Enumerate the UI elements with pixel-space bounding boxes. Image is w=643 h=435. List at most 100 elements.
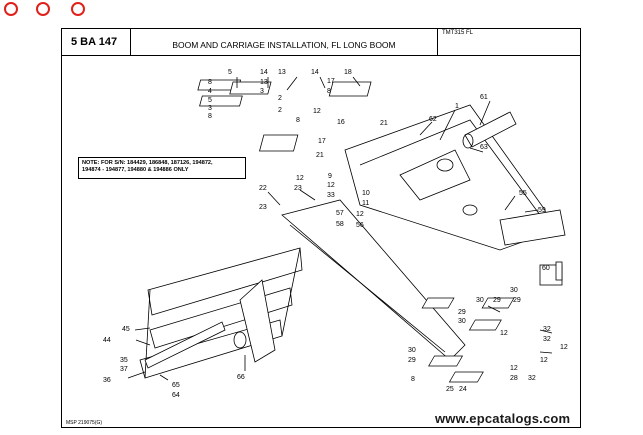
callout-label: 60: [542, 265, 550, 272]
callout-label: 2: [278, 107, 282, 114]
callout-label: 13: [260, 79, 268, 86]
callout-label: 17: [318, 138, 326, 145]
boom-pivot-hole: [436, 158, 454, 172]
wear-pad-3: [229, 81, 272, 95]
callout-label: 8: [296, 117, 300, 124]
callout-label: 17: [327, 78, 335, 85]
callout-label: 11: [362, 200, 369, 207]
callout-label: 57: [336, 210, 344, 217]
serial-note-line-2: 194874 - 194877, 194880 & 194886 ONLY: [82, 167, 189, 173]
callout-label: 44: [103, 337, 111, 344]
callout-label: 12: [540, 357, 548, 364]
callout-label: 14: [311, 69, 319, 76]
callout-label: 1: [455, 103, 459, 110]
callout-label: 13: [278, 69, 286, 76]
callout-label: 28: [510, 375, 518, 382]
model-label: TMT315 FL: [437, 28, 581, 56]
callout-label: 12: [296, 175, 304, 182]
callout-label: 8: [208, 113, 212, 120]
wear-pad-30: [428, 355, 464, 367]
callout-label: 24: [459, 386, 467, 393]
callout-label: 33: [327, 192, 335, 199]
serial-note-line-1: NOTE: FOR S/N: 184429, 186848, 187126, 1…: [82, 160, 213, 166]
callout-label: 10: [362, 190, 370, 197]
wear-pad-29a: [421, 297, 455, 309]
callout-label: 22: [259, 185, 267, 192]
boom-inner-edge: [359, 119, 541, 216]
callout-label: 32: [543, 336, 551, 343]
callout-label: 59: [538, 207, 546, 214]
callout-label: 56: [356, 222, 364, 229]
callout-label: 12: [313, 108, 321, 115]
callout-label: 29: [408, 357, 416, 364]
close-circle-button[interactable]: [4, 2, 18, 16]
inner-boom: [281, 199, 466, 361]
callout-label: 35: [120, 357, 128, 364]
callout-label: 3: [208, 105, 212, 112]
callout-label: 12: [356, 211, 364, 218]
drawing-reference: MSP 219075(G): [66, 420, 103, 426]
boom-mount-plate: [399, 149, 471, 201]
callout-label: 2: [278, 95, 282, 102]
drawing-sheet: [61, 28, 581, 428]
page-title: BOOM AND CARRIAGE INSTALLATION, FL LONG …: [131, 28, 437, 56]
callout-label: 64: [172, 392, 180, 399]
callout-label: 8: [208, 79, 212, 86]
callout-label: 12: [560, 344, 568, 351]
callout-label: 4: [208, 88, 212, 95]
callout-label: 30: [408, 347, 416, 354]
bracket-hole: [233, 331, 247, 349]
cover-plate: [499, 209, 566, 246]
cylinder-rod: [464, 111, 517, 148]
viewer-toolbar: [0, 0, 643, 18]
callout-label: 61: [480, 94, 488, 101]
callout-label: 55: [519, 190, 527, 197]
callout-label: 32: [543, 326, 551, 333]
callout-label: 23: [259, 204, 267, 211]
callout-label: 62: [429, 116, 437, 123]
inner-boom-edge: [289, 224, 446, 353]
wear-pad-24: [448, 371, 484, 383]
callout-label: 5: [228, 69, 232, 76]
callout-label: 3: [260, 88, 264, 95]
boom-lower-hole: [462, 204, 478, 216]
carriage-bracket: [239, 279, 276, 363]
callout-label: 12: [500, 330, 508, 337]
callout-label: 14: [260, 69, 268, 76]
callout-label: 63: [480, 144, 488, 151]
carriage-right-post: [281, 247, 301, 337]
callout-label: 16: [337, 119, 345, 126]
callout-label: 37: [120, 366, 128, 373]
callout-label: 8: [327, 88, 331, 95]
callout-label: 18: [344, 69, 352, 76]
watermark-text: www.epcatalogs.com: [435, 411, 571, 426]
zoom-circle-button[interactable]: [71, 2, 85, 16]
wear-pad-18: [328, 81, 372, 97]
callout-label: 36: [103, 377, 111, 384]
callout-label: 8: [411, 376, 415, 383]
callout-label: 12: [327, 182, 335, 189]
callout-label: 30: [458, 318, 466, 325]
callout-label: 21: [316, 152, 324, 159]
callout-label: 23: [294, 185, 302, 192]
callout-label: 58: [336, 221, 344, 228]
carriage-pin: [144, 321, 226, 369]
callout-label: 12: [510, 365, 518, 372]
callout-label: 32: [528, 375, 536, 382]
callout-label: 30: [510, 287, 518, 294]
callout-label: 29: [458, 309, 466, 316]
wear-pad-2: [199, 95, 243, 107]
callout-label: 30: [476, 297, 484, 304]
callout-label: 25: [446, 386, 454, 393]
minimize-circle-button[interactable]: [36, 2, 50, 16]
callout-label: 66: [237, 374, 245, 381]
cylinder-end: [462, 133, 474, 149]
loctite-bottle: [555, 261, 563, 281]
callout-label: 45: [122, 326, 130, 333]
serial-note: NOTE: FOR S/N: 184429, 186848, 187126, 1…: [78, 157, 246, 179]
callout-label: 65: [172, 382, 180, 389]
callout-label: 29: [513, 297, 521, 304]
callout-label: 29: [493, 297, 501, 304]
wear-pad-29b: [481, 297, 515, 309]
